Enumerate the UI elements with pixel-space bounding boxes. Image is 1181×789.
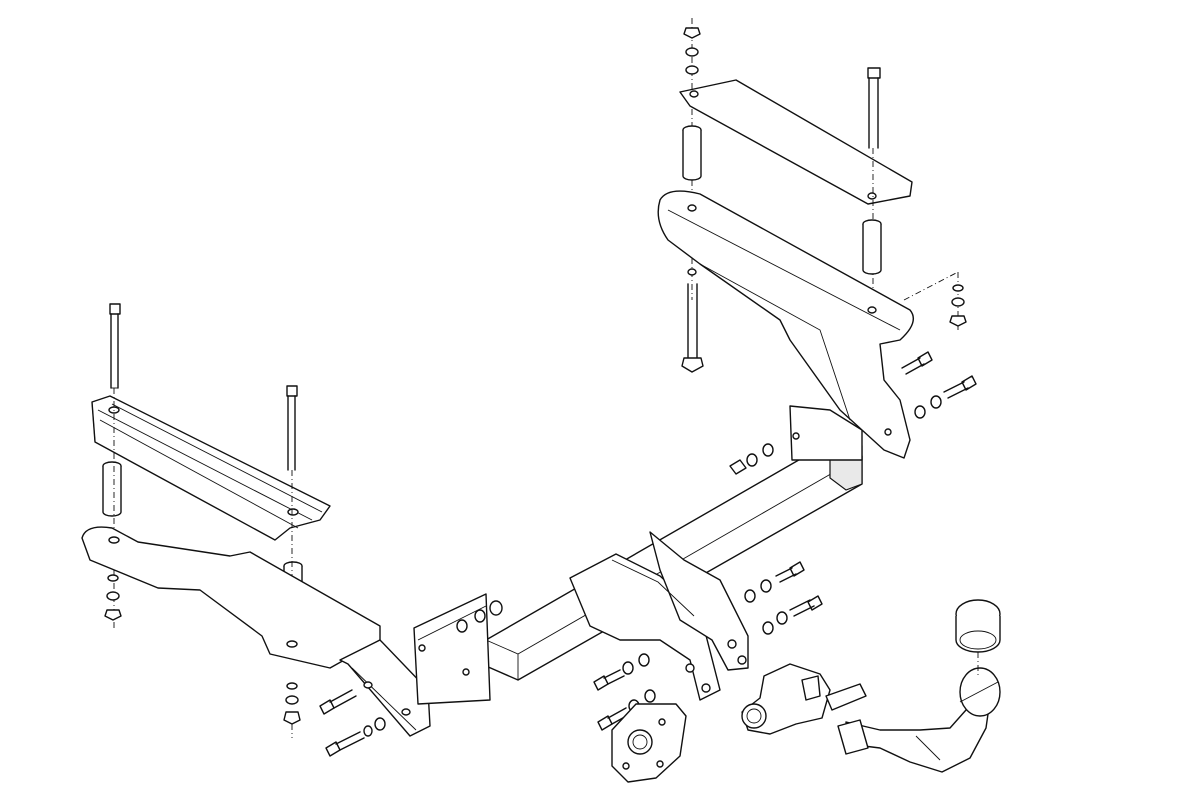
left-long-bolt [109, 303, 121, 389]
beam-left-end-plate [413, 593, 491, 705]
beam-right-end-plate [789, 402, 863, 461]
left-short-bolt [286, 385, 298, 471]
electrical-socket [741, 663, 867, 735]
center-bolts-right [744, 561, 823, 635]
right-side-bolts [901, 351, 977, 419]
right-upper-plate [679, 79, 913, 205]
left-mount-bolt-2 [325, 717, 386, 757]
center-mount-plates [569, 531, 749, 701]
right-spacer-tubes [682, 125, 882, 300]
beam-left-washers [456, 600, 503, 633]
right-side-nut-stack [903, 271, 967, 330]
left-top-nut-stack [104, 574, 122, 621]
right-side-bracket [657, 190, 914, 459]
right-top-nut-stack [683, 18, 701, 130]
tow-ball-neck [837, 667, 1001, 773]
left-bottom-nut-stack [283, 682, 301, 738]
right-lower-bolt [681, 268, 704, 373]
beam-right-washers [729, 443, 774, 475]
left-side-arm [81, 526, 431, 737]
left-mount-bolt-1 [319, 689, 357, 715]
tow-ball [955, 599, 1001, 676]
socket-plate [611, 703, 687, 783]
